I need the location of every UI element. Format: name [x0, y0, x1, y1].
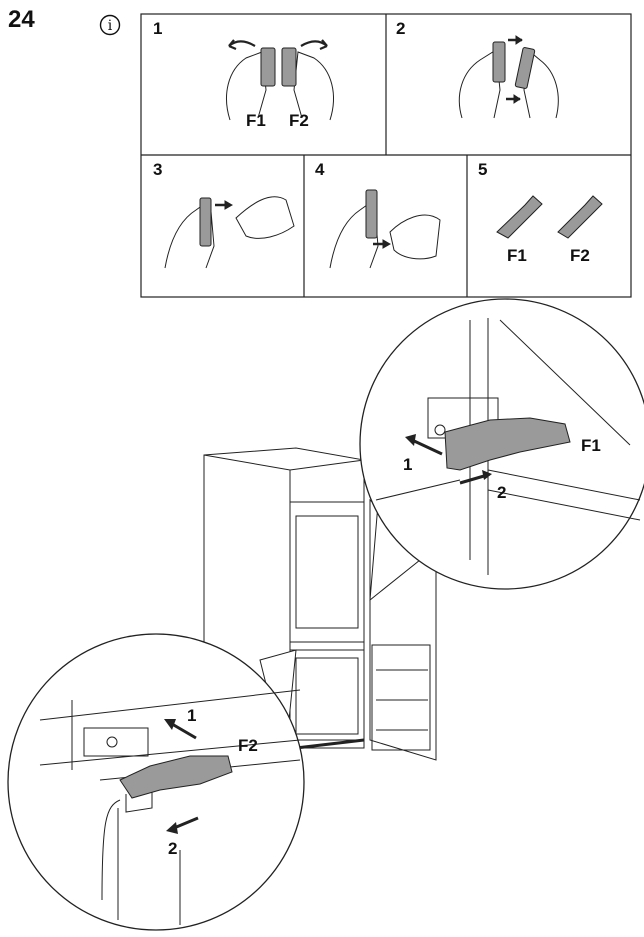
- detail-bottom-part-label: F2: [238, 736, 258, 755]
- panel-5-illustration: [496, 195, 603, 239]
- panel-grid: [140, 13, 632, 298]
- step-number: 24: [8, 6, 35, 33]
- detail-top-arrow-2-label: 2: [497, 483, 507, 502]
- detail-top-arrow-1-label: 1: [403, 455, 413, 474]
- panel-3-label: 3: [153, 160, 163, 179]
- panel-1-illustration: [226, 39, 334, 121]
- panel-3-illustration: [164, 196, 295, 269]
- panel-1-part-f1: F1: [246, 111, 266, 130]
- panel-4-illustration: [329, 189, 441, 269]
- detail-circle-top: [359, 298, 644, 602]
- panel-1-part-f2: F2: [289, 111, 309, 130]
- detail-circle-bottom: [7, 633, 305, 931]
- panel-4-label: 4: [315, 160, 325, 179]
- info-icon: i: [99, 14, 121, 36]
- panel-2-label: 2: [396, 19, 406, 38]
- panel-5-part-f1: F1: [507, 246, 527, 265]
- svg-text:i: i: [108, 18, 113, 34]
- panel-5-part-f2: F2: [570, 246, 590, 265]
- panel-5-label: 5: [478, 160, 488, 179]
- detail-bottom-arrow-2-label: 2: [168, 839, 178, 858]
- detail-bottom-arrow-1-label: 1: [187, 706, 197, 725]
- panel-2-illustration: [458, 35, 559, 119]
- detail-top-part-label: F1: [581, 436, 601, 455]
- panel-1-label: 1: [153, 19, 163, 38]
